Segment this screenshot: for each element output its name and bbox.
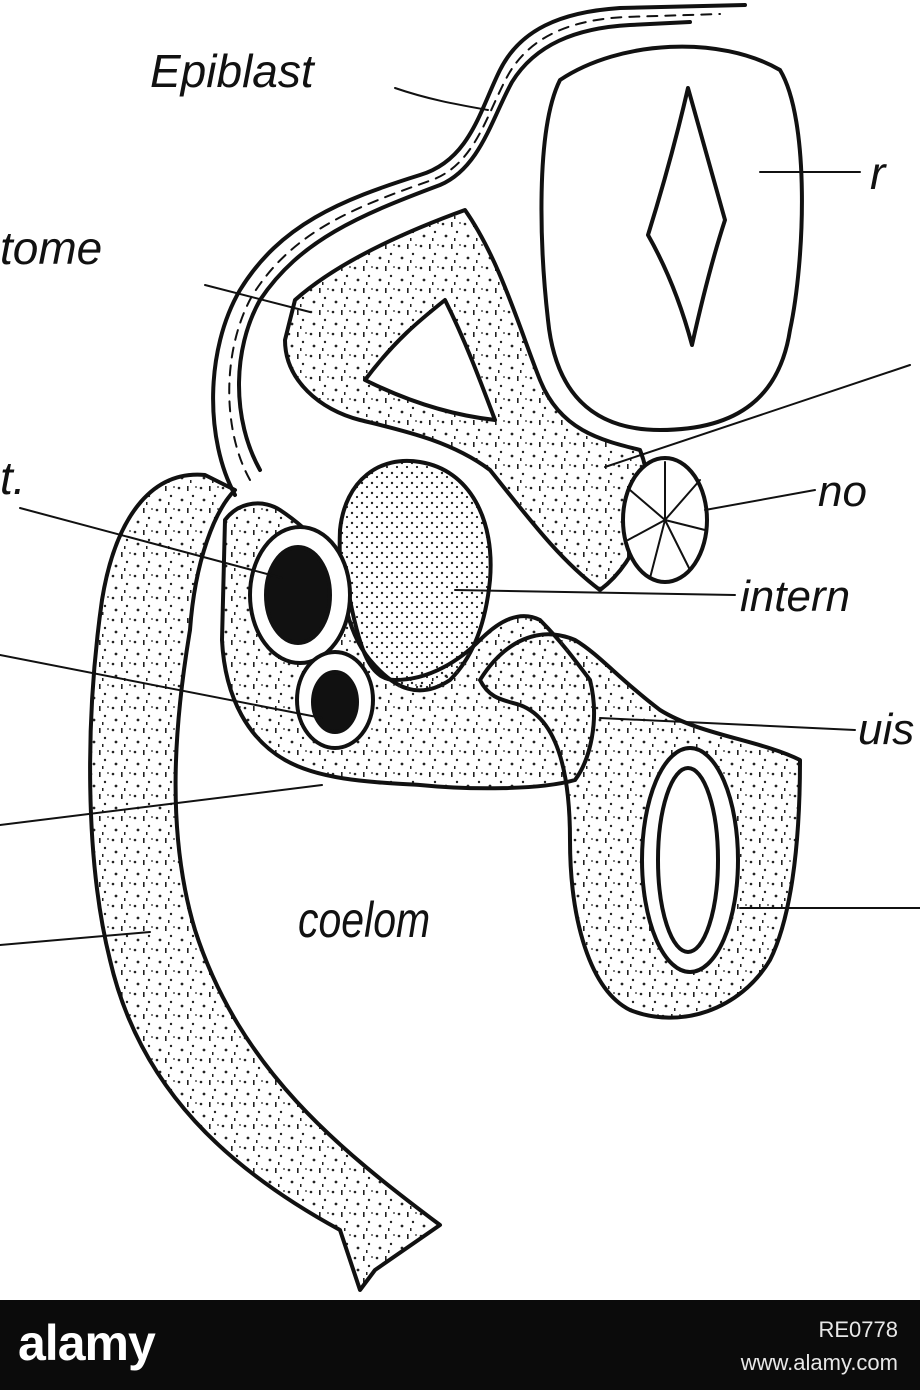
- epiblast-inner: [237, 20, 692, 472]
- notochord-rays: [627, 461, 706, 579]
- label-tome: tome: [0, 222, 103, 274]
- label-intern-fragment: intern: [740, 572, 851, 621]
- neural-canal: [646, 86, 727, 347]
- myotome-inner: [363, 298, 497, 422]
- label-t-fragment: t.: [0, 452, 26, 504]
- label-uis-fragment: uis: [858, 705, 915, 754]
- leader-upper-right: [604, 364, 911, 468]
- leader-tome: [204, 284, 311, 313]
- source-url-text: www.alamy.com: [740, 1350, 898, 1375]
- leader-left-mid: [0, 654, 323, 719]
- label-epiblast: Epiblast: [150, 45, 314, 97]
- somatopleure-band: [88, 472, 442, 1292]
- image-id-text: RE0778: [818, 1317, 898, 1342]
- epiblast-layer: [211, 3, 747, 497]
- label-r-fragment: r: [870, 147, 886, 199]
- alamy-logo: alamy: [18, 1315, 156, 1371]
- leader-intern: [454, 589, 736, 596]
- watermark-footer: alamy RE0778 www.alamy.com: [0, 1300, 920, 1390]
- label-coelom: coelom: [298, 892, 431, 948]
- epiblast-dashed: [228, 13, 721, 481]
- lower-duct-lumen: [311, 670, 359, 734]
- leader-uis: [599, 717, 856, 731]
- leader-left-lower: [0, 784, 323, 826]
- wolffian-duct-lumen: [264, 545, 332, 645]
- leader-left-bottom: [0, 931, 151, 946]
- leader-epiblast: [394, 87, 489, 111]
- label-no-fragment: no: [818, 467, 867, 516]
- leader-no: [704, 489, 816, 511]
- embryo-cross-section-diagram: [0, 3, 920, 1292]
- gut-lumen: [656, 766, 720, 954]
- splanchnopleure: [478, 632, 802, 1020]
- leader-t: [19, 507, 283, 579]
